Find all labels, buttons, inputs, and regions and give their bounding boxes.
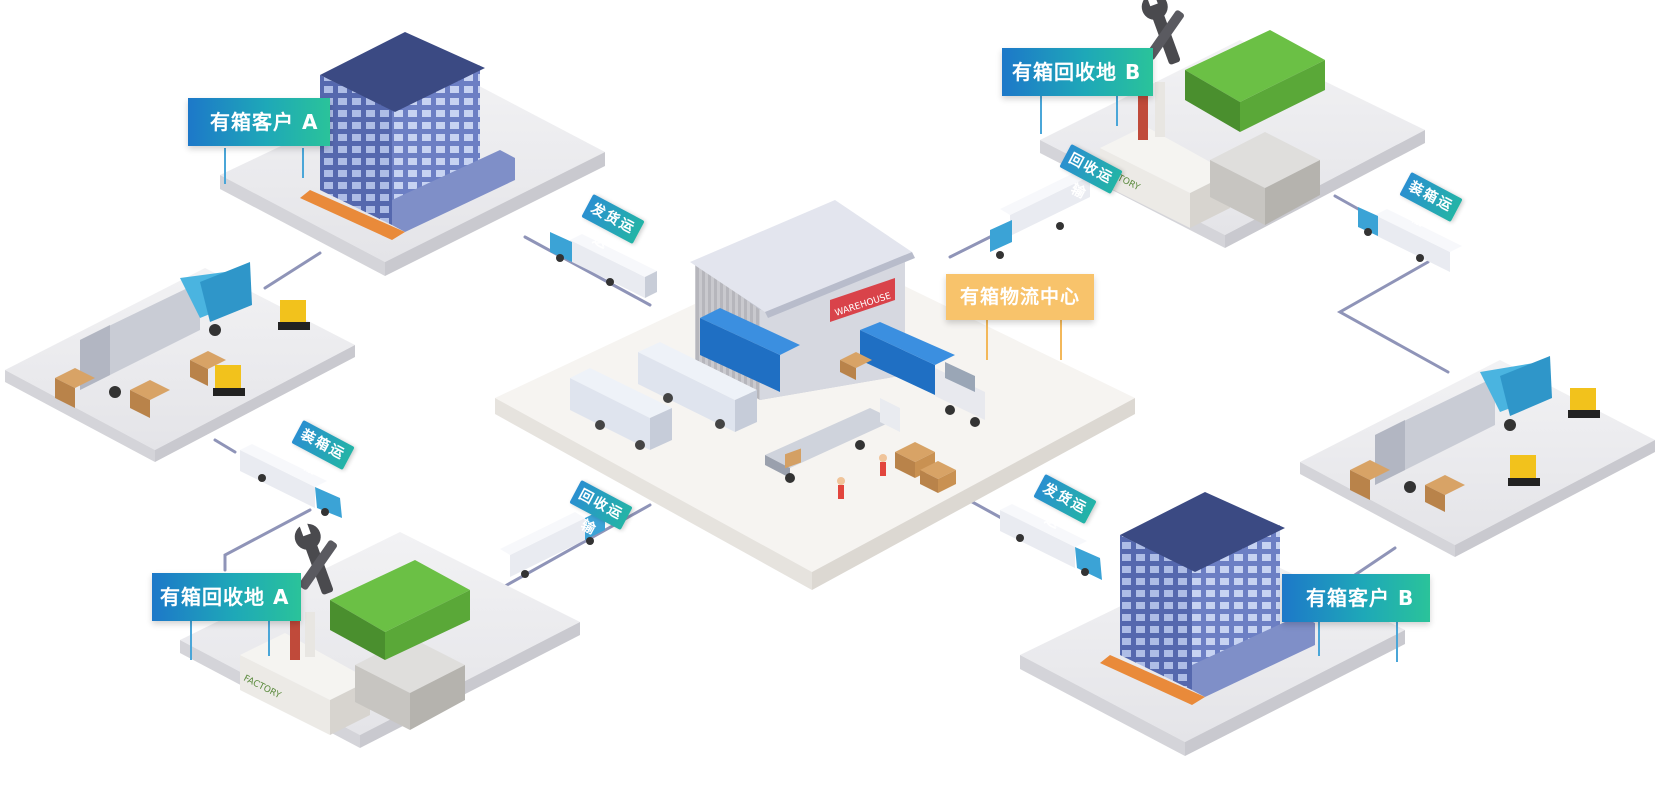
recycle-a-stem	[268, 620, 270, 656]
center-stem	[1060, 318, 1062, 360]
customer-b-stem	[1318, 622, 1320, 656]
route-line	[263, 251, 322, 290]
truck-ship-top	[550, 232, 657, 298]
customer-b-label: 有箱客户 B	[1282, 574, 1431, 622]
customer-a-label: 有箱客户 A	[188, 98, 331, 146]
customer-b-site	[1020, 492, 1405, 756]
recycle-b-stem	[1040, 96, 1042, 134]
route-line	[213, 438, 237, 454]
route-line	[223, 508, 312, 572]
customer-a-stem	[302, 148, 304, 178]
route-line	[523, 235, 652, 307]
warehouse-building: WAREHOUSE	[690, 200, 955, 400]
center-stem	[986, 318, 988, 360]
route-line	[1336, 260, 1450, 374]
cargo-boxes	[840, 352, 956, 493]
route-line	[1333, 194, 1362, 212]
customer-a-stem	[224, 148, 226, 184]
truck-recycle-top	[990, 170, 1090, 259]
loading-yard-left	[5, 262, 355, 462]
workers	[837, 454, 887, 499]
loading-yard-right	[1300, 356, 1655, 557]
truck-load-left	[240, 444, 342, 518]
recycle-a-stem	[190, 620, 192, 660]
center-trailers	[570, 342, 985, 483]
customer-a-site	[220, 32, 605, 276]
center-hub: WAREHOUSE	[495, 200, 1135, 590]
recycle-b-site: FACTORY	[1040, 0, 1425, 248]
customer-b-stem	[1396, 622, 1398, 662]
truck-load-right	[1358, 207, 1462, 272]
recycle-b-stem	[1116, 96, 1118, 126]
route-lines	[213, 194, 1450, 602]
recycle-b-label: 有箱回收地 B	[1002, 48, 1154, 96]
recycle-a-label: 有箱回收地 A	[152, 573, 302, 621]
logistics-center-label: 有箱物流中心	[946, 274, 1095, 320]
truck-ship-bottom	[1000, 504, 1102, 580]
recycle-a-site: FACTORY	[180, 520, 580, 748]
truck-recycle-left	[500, 508, 605, 578]
